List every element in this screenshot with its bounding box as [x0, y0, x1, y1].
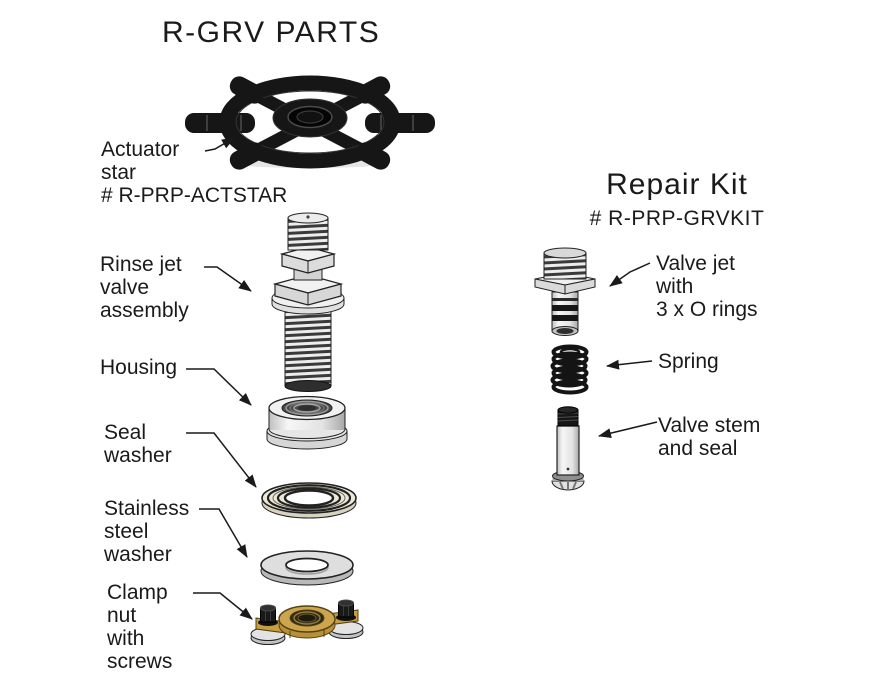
label-clamp-nut: Clamp nut with screws — [107, 581, 173, 673]
actuator-lobe — [229, 142, 265, 170]
valve-stem-illustration — [551, 406, 585, 491]
actuator-star-illustration — [185, 75, 435, 170]
clamp-nut-illustration — [250, 599, 364, 645]
stainless-steel-washer-illustration — [260, 550, 354, 586]
valve-threaded-body — [284, 305, 332, 387]
repair-kit-header: Repair Kit # R-PRP-GRVKIT — [557, 168, 797, 231]
leader-valve-stem — [598, 421, 658, 439]
diagram-title: R-GRV PARTS — [162, 16, 381, 49]
label-spring: Spring — [658, 350, 719, 373]
label-housing: Housing — [100, 356, 178, 379]
actuator-ring — [219, 75, 401, 169]
repair-kit-part-number: # R-PRP-GRVKIT — [589, 207, 765, 230]
label-valve-jet: Valve jet with 3 x O rings — [656, 252, 758, 321]
seal-washer-hole — [283, 489, 335, 507]
leader-stainless-steel-washer — [199, 508, 248, 558]
leader-spring — [606, 359, 653, 370]
spring-illustration — [550, 344, 589, 395]
leader-clamp-nut — [193, 592, 253, 620]
rinse-jet-valve-assembly-illustration — [271, 212, 345, 392]
housing-illustration — [266, 395, 348, 450]
leader-valve-jet — [609, 262, 651, 287]
o-ring — [552, 315, 578, 321]
repair-kit-title: Repair Kit — [606, 168, 748, 201]
label-valve-stem: Valve stem and seal — [658, 414, 761, 460]
actuator-lobe — [355, 142, 391, 170]
label-stainless-steel-washer: Stainless steel washer — [104, 497, 190, 566]
o-ring — [552, 298, 578, 301]
actuator-lobe — [355, 76, 391, 104]
steel-washer-hole — [285, 557, 329, 573]
leader-rinse-jet-valve — [204, 266, 252, 292]
actuator-lobe — [229, 76, 265, 104]
seal-washer-illustration — [261, 482, 357, 519]
leader-seal-washer — [186, 432, 257, 488]
label-actuator-star: Actuator star # R-PRP-ACTSTAR — [101, 138, 288, 207]
valve-jet-stem — [551, 291, 579, 332]
leader-housing — [186, 368, 252, 406]
label-rinse-jet-valve: Rinse jet valve assembly — [100, 253, 189, 322]
valve-jet-illustration — [534, 247, 596, 336]
label-seal-washer: Seal washer — [104, 421, 172, 467]
o-ring — [552, 305, 578, 311]
